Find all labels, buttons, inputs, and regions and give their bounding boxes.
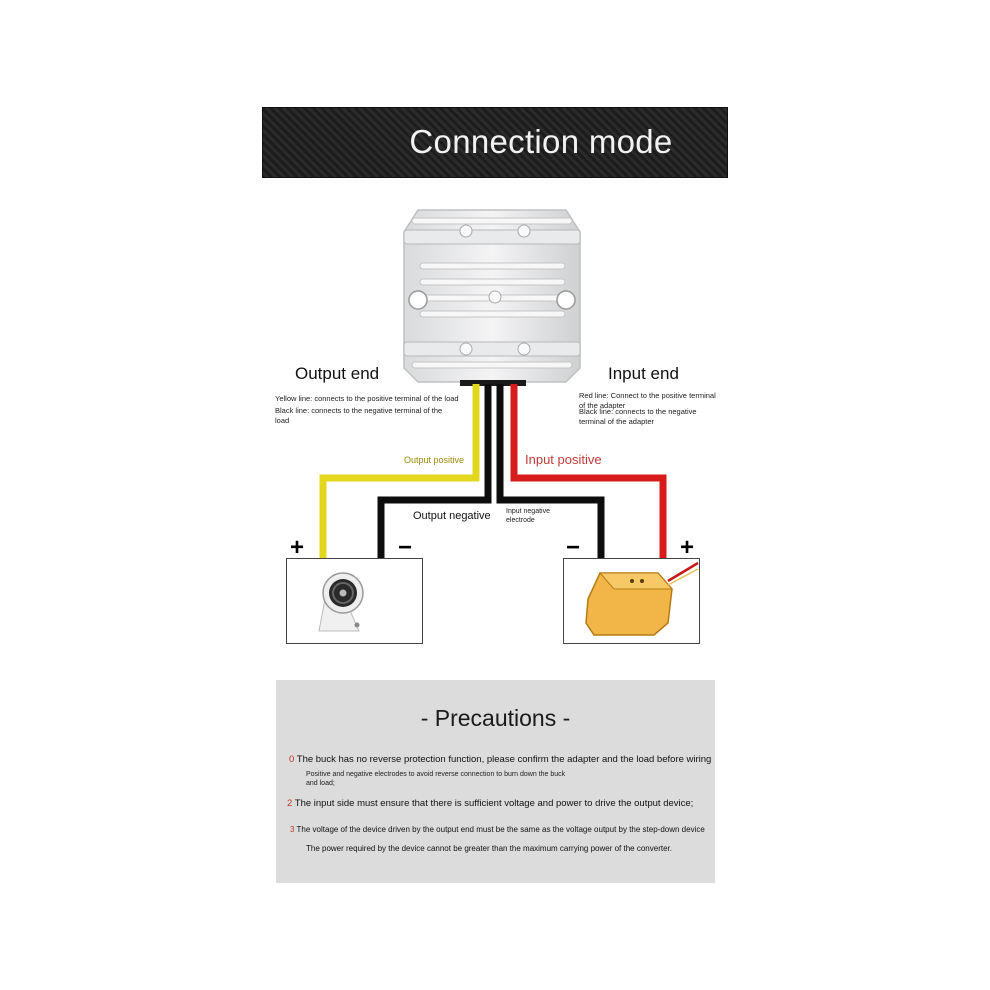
black-input-wire xyxy=(496,384,605,558)
output-load-box xyxy=(286,558,423,644)
precaution-text: The input side must ensure that there is… xyxy=(294,798,694,809)
output-yellow-note: Yellow line: connects to the positive te… xyxy=(275,394,459,403)
precautions-title: - Precautions - xyxy=(420,705,571,731)
red-wire xyxy=(510,384,667,558)
output-negative-label: Output negative xyxy=(413,510,491,522)
input-positive-label: Input positive xyxy=(525,452,602,467)
input-plus-sign: + xyxy=(680,534,695,561)
fan-icon xyxy=(318,572,364,632)
wires xyxy=(319,384,667,558)
precaution-text: The voltage of the device driven by the … xyxy=(296,825,705,834)
input-adapter-box xyxy=(563,558,700,644)
input-end-label: Input end xyxy=(608,364,679,383)
title-banner xyxy=(262,107,728,178)
buck-converter-module xyxy=(403,209,581,386)
precaution-item-1-detail-a: Positive and negative electrodes to avoi… xyxy=(306,771,566,778)
input-minus-sign: − xyxy=(566,534,581,561)
output-minus-sign: − xyxy=(398,534,413,561)
banner-title: Connection mode xyxy=(409,123,673,160)
precaution-number: 2 xyxy=(287,798,293,809)
precaution-item-1-detail-b: and load; xyxy=(306,780,335,787)
precaution-item-2: 2 The input side must ensure that there … xyxy=(287,798,693,809)
output-black-note: Black line: connects to the negative ter… xyxy=(275,406,443,425)
precaution-text: The buck has no reverse protection funct… xyxy=(296,754,712,765)
precaution-number: 3 xyxy=(290,825,295,834)
precaution-item-3: 3 The voltage of the device driven by th… xyxy=(290,825,705,834)
black-output-wire xyxy=(377,384,492,558)
adapter-icon xyxy=(585,561,699,636)
input-black-note: Black line: connects to the negative ter… xyxy=(579,407,697,426)
precaution-item-1: 0 The buck has no reverse protection fun… xyxy=(289,754,711,765)
yellow-wire xyxy=(319,384,480,558)
precautions-panel xyxy=(276,680,715,883)
precaution-item-3-detail: The power required by the device cannot … xyxy=(306,844,672,853)
input-red-note: Red line: Connect to the positive termin… xyxy=(579,391,716,410)
output-plus-sign: + xyxy=(290,534,305,561)
output-positive-label: Output positive xyxy=(404,455,465,465)
precaution-number: 0 xyxy=(289,754,295,765)
input-negative-label: Input negative electrode xyxy=(506,508,550,524)
output-end-label: Output end xyxy=(295,364,380,383)
